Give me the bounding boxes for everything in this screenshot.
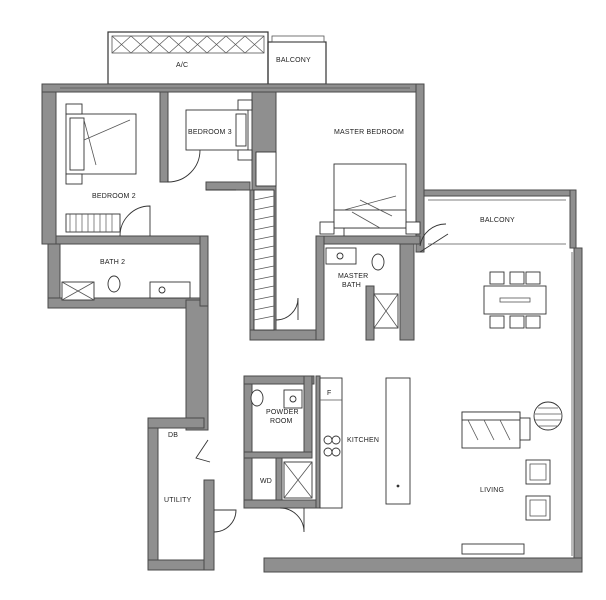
shower-wd [283,461,313,499]
bed-master [319,163,421,235]
label-bath2: BATH 2 [100,259,125,266]
label-wd: WD [260,478,272,485]
label-living: LIVING [480,487,504,494]
label-balcony-top: BALCONY [276,57,311,64]
label-db: DB [168,432,178,439]
round-side-table [533,401,563,431]
dining-set [483,271,547,329]
powder-room-fixtures [250,389,303,409]
master-bath-fixtures [325,247,399,329]
armchairs [525,459,551,521]
bed-bedroom2 [65,103,137,185]
wardrobe-master [255,151,277,187]
label-bedroom3: BEDROOM 3 [188,129,232,136]
label-bedroom2: BEDROOM 2 [92,193,136,200]
label-ac: A/C [176,62,188,69]
doors [119,149,449,533]
exterior-walls [41,83,583,573]
wardrobe-corridor [253,189,275,331]
wardrobe-bedroom2 [65,213,121,233]
bed-bedroom3 [185,99,253,161]
label-master-bath-1: MASTER [338,273,368,280]
ac-ledge [107,31,269,85]
label-master-bath-2: BATH [342,282,361,289]
kitchen-island [385,377,411,505]
window-lines [60,87,573,556]
label-utility: UTILITY [164,497,192,504]
label-powder-room-2: ROOM [270,418,293,425]
label-f: F [327,390,331,397]
media-console [461,543,525,555]
room-labels: A/C BALCONY BEDROOM 3 MASTER BEDROOM BED… [92,57,515,504]
kitchen-counter [319,377,343,509]
sofa [461,411,531,449]
label-balcony-right: BALCONY [480,217,515,224]
label-master-bedroom: MASTER BEDROOM [334,129,404,136]
bath2-fixtures [61,275,191,301]
label-kitchen: KITCHEN [347,437,379,444]
label-powder-room-1: POWDER [266,409,299,416]
